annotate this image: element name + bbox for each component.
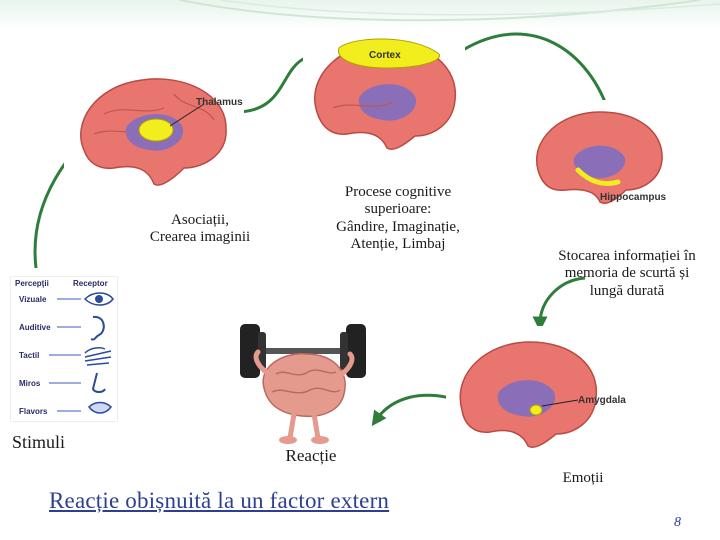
legend-row-vizuale: Vizuale <box>19 295 47 304</box>
legend-row-miros: Miros <box>19 379 41 388</box>
legend-row-flavors: Flavors <box>19 407 48 416</box>
cortex-label: Cortex <box>369 50 401 61</box>
reaction-brain-illustration <box>236 314 370 448</box>
page-title: Reacție obișnuită la un factor extern <box>49 488 390 513</box>
legend-icons <box>49 292 114 414</box>
arrow-cortex-to-hippocampus <box>462 32 615 124</box>
hand-icon <box>84 347 112 366</box>
stimuli-label: Stimuli <box>12 432 66 452</box>
mouth-icon <box>88 401 112 414</box>
thalamus-label: Thalamus <box>196 97 243 108</box>
legend-row-tactil: Tactil <box>19 351 40 360</box>
legend-row-auditive: Auditive <box>19 323 51 332</box>
amygdala-label: Amygdala <box>578 395 626 406</box>
stocarea-label: Stocarea informației în memoria de scurt… <box>558 248 696 299</box>
eye-icon <box>83 292 114 306</box>
nose-icon <box>91 372 106 393</box>
reactie-label: Reacție <box>285 446 337 465</box>
barbell-brain-icon <box>240 324 366 444</box>
header-band <box>0 0 720 30</box>
amygdala-brain-panel: Amygdala <box>446 326 632 454</box>
cortex-brain-panel: Cortex <box>303 28 465 156</box>
perception-legend: Percepţii Receptor Vizuale Auditive Tact… <box>10 276 118 422</box>
asociatii-label: Asociații, Crearea imaginii <box>149 212 251 246</box>
thalamus-brain-panel: Thalamus <box>64 64 244 192</box>
legend-header-receptor: Receptor <box>73 279 108 288</box>
hippocampus-brain-panel: Hippocampus <box>520 100 698 210</box>
header-decoration <box>179 0 720 22</box>
cortex-brain-icon: Cortex <box>314 38 457 150</box>
arrow-stocarea-to-amygdala <box>532 276 586 332</box>
page-number: 8 <box>674 515 681 530</box>
procese-cognitive-label: Procese cognitive superioare: Gândire, I… <box>336 184 460 252</box>
hippocampus-brain-icon: Hippocampus <box>535 111 667 204</box>
emotii-label: Emoții <box>562 470 604 486</box>
ear-icon <box>90 315 105 341</box>
thalamus-brain-icon: Thalamus <box>80 78 243 186</box>
legend-header-perceptii: Percepţii <box>15 279 49 288</box>
hippocampus-label: Hippocampus <box>600 192 667 203</box>
amygdala-brain-icon: Amygdala <box>459 341 626 448</box>
